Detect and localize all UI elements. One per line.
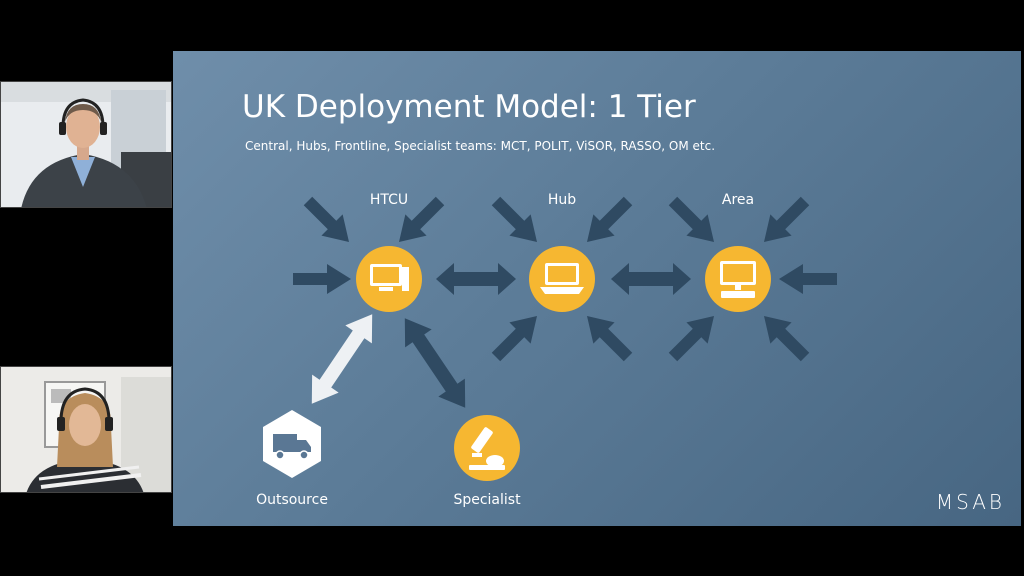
area-inflow-arrow-bottom-left xyxy=(662,305,725,368)
workstation-icon xyxy=(720,261,756,298)
microscope-icon xyxy=(469,427,505,470)
area-inflow-arrow-bottom-right xyxy=(753,305,816,368)
specialist-node xyxy=(454,415,520,481)
area-node xyxy=(705,246,771,312)
hub-inflow-arrow-top-right xyxy=(576,190,639,253)
htcu-node xyxy=(356,246,422,312)
area-inflow-arrow-top-right xyxy=(753,190,816,253)
area-label: Area xyxy=(721,192,755,208)
slide-title: UK Deployment Model: 1 Tier xyxy=(242,89,696,125)
desktop-computer-icon xyxy=(370,264,409,291)
htcu-hub-link-arrow xyxy=(436,263,516,295)
deployment-diagram xyxy=(263,190,837,481)
specialist-label: Specialist xyxy=(453,492,521,508)
hub-inflow-arrow-bottom-right xyxy=(576,305,639,368)
htcu-specialist-link-arrow xyxy=(391,309,479,417)
hub-inflow-arrow-top-left xyxy=(485,190,548,253)
htcu-outsource-link-arrow xyxy=(311,314,373,404)
area-inflow-arrow-right xyxy=(779,264,837,294)
participant-video-1 xyxy=(1,82,171,207)
area-inflow-arrow-top-left xyxy=(662,190,725,253)
presentation-slide: UK Deployment Model: 1 Tier Central, Hub… xyxy=(173,51,1021,526)
participant-video-2 xyxy=(1,367,171,492)
truck-icon xyxy=(273,434,311,460)
video-tile-participant-2[interactable] xyxy=(0,366,172,493)
hub-area-link-arrow xyxy=(611,263,691,295)
htcu-inflow-arrow-top-left xyxy=(297,190,360,253)
outsource-label: Outsource xyxy=(256,492,328,508)
msab-logo: MSAB xyxy=(935,490,1005,514)
htcu-inflow-arrow-left xyxy=(293,264,351,294)
slide-subtitle: Central, Hubs, Frontline, Specialist tea… xyxy=(245,139,716,153)
video-tile-participant-1[interactable] xyxy=(0,81,172,208)
laptop-icon xyxy=(540,263,584,294)
outsource-node xyxy=(263,410,321,478)
htcu-label: HTCU xyxy=(369,192,409,208)
hub-node xyxy=(529,246,595,312)
hub-inflow-arrow-bottom-left xyxy=(485,305,548,368)
hub-label: Hub xyxy=(547,192,577,208)
